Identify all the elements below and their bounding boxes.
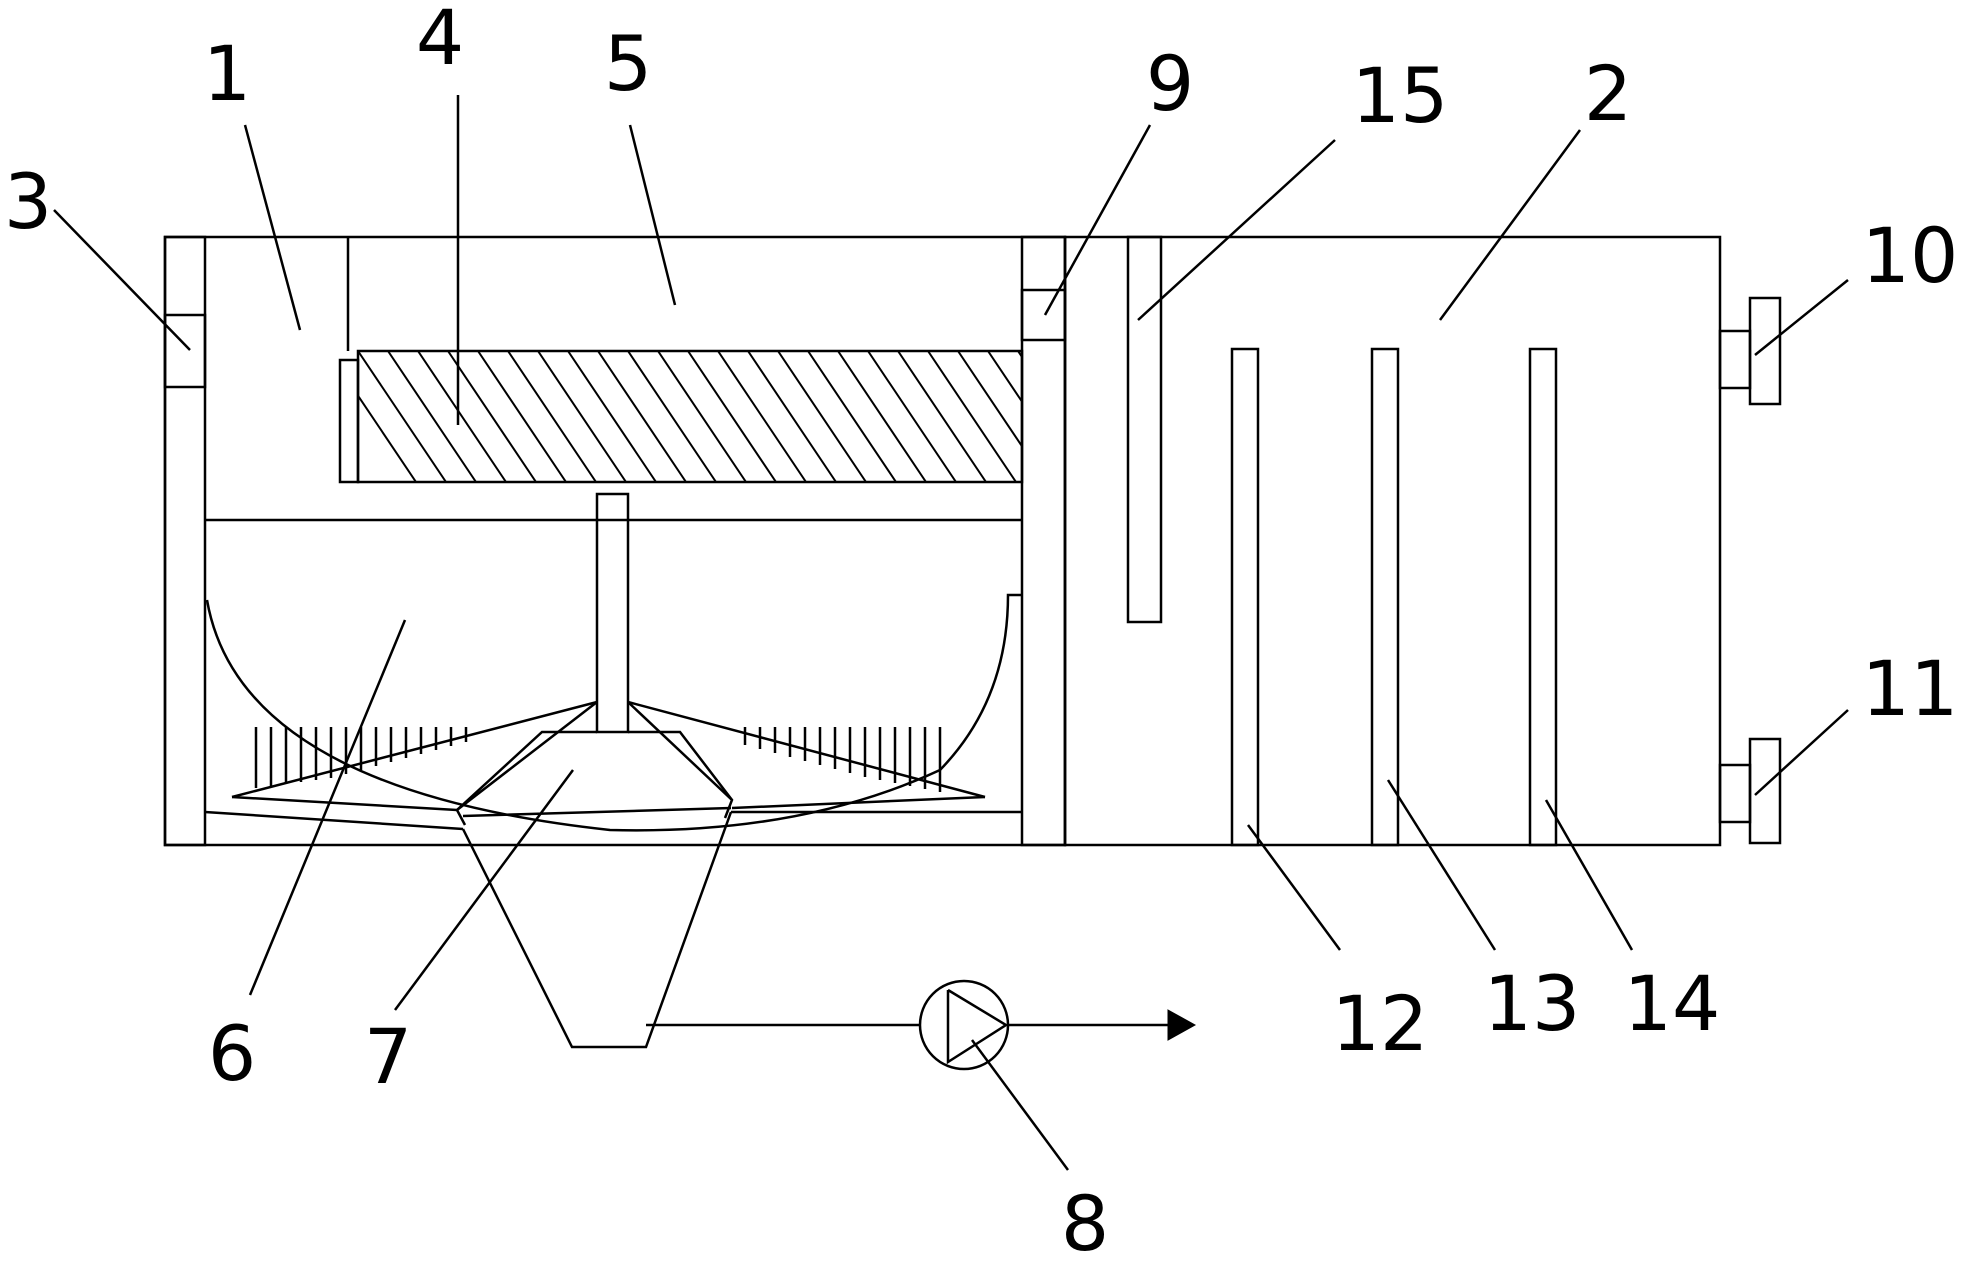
label-11: 11 (1862, 644, 1959, 733)
inlet-3 (163, 313, 207, 389)
label-12: 12 (1332, 979, 1429, 1068)
label-15: 15 (1352, 51, 1449, 140)
right-tank (1063, 235, 1782, 847)
label-2: 2 (1584, 49, 1632, 138)
label-3: 3 (4, 157, 52, 246)
baffle-13 (1370, 347, 1400, 847)
outlet-11 (1718, 763, 1752, 824)
settling-bowl-6 (205, 593, 1022, 832)
filter-hatching (358, 351, 1022, 482)
label-14: 14 (1624, 959, 1721, 1048)
label-13: 13 (1484, 959, 1581, 1048)
pump-8 (918, 979, 1010, 1071)
outlet-pipe (646, 1009, 1197, 1041)
partition-wall-9 (1020, 235, 1067, 847)
outlet-10 (1718, 329, 1752, 390)
baffle-14 (1528, 347, 1558, 847)
label-5: 5 (604, 19, 652, 108)
leader-lines (53, 95, 1849, 1171)
label-6: 6 (208, 1009, 256, 1098)
label-9: 9 (1146, 39, 1194, 128)
filter-bed-4 (338, 349, 1024, 484)
baffle-12 (1230, 347, 1260, 847)
hopper (461, 811, 733, 1049)
label-10: 10 (1862, 211, 1959, 300)
label-4: 4 (416, 0, 464, 82)
labels: 1 2 3 4 5 6 7 8 9 10 11 12 13 14 15 (4, 0, 1959, 1264)
stirrer-7 (204, 492, 1022, 831)
label-8: 8 (1061, 1179, 1109, 1264)
baffle-15 (1126, 235, 1163, 624)
label-7: 7 (364, 1012, 412, 1101)
label-1: 1 (203, 29, 251, 118)
